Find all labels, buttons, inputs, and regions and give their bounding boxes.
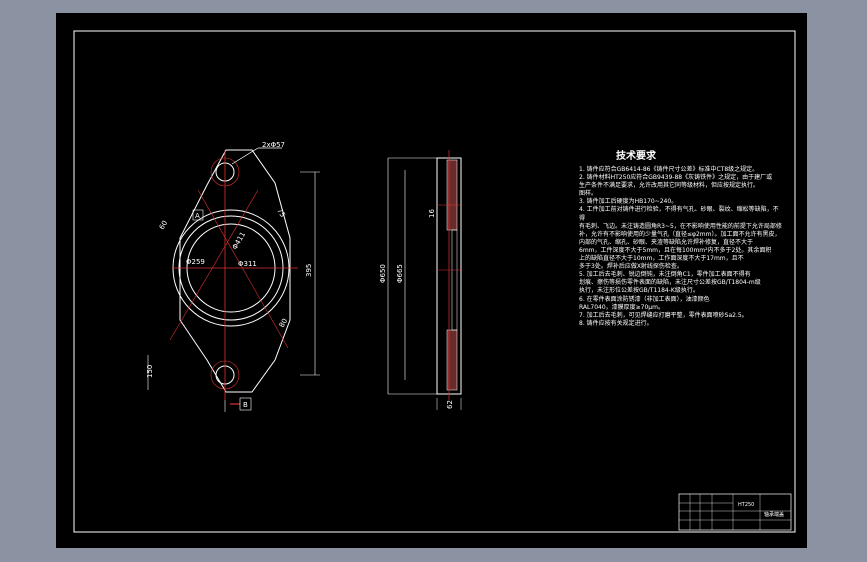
dim-side-thk: 16 <box>428 209 436 218</box>
dim-side-bottom: 62 <box>446 400 454 409</box>
tech-note: 生产条件不满足要求，允许改用其它同等级材料，但应按规定执行。 <box>579 182 760 190</box>
tech-note: 4. 工件加工前对铸件进行检验，不得有气孔、砂眼、裂纹、缩松等缺陷，不得 <box>579 206 779 222</box>
tech-note: RAL7040，漆膜厚度≥70μm。 <box>579 303 664 311</box>
datum-a-box <box>192 209 204 221</box>
tech-note: 执行，未注形位公差按GB/T1184-K级执行。 <box>579 287 699 295</box>
diagonal-centerline-1 <box>197 189 289 349</box>
tech-note: 7. 加工后去毛刺，可见焊缝应打磨平整，零件表面喷砂Sa2.5。 <box>579 311 748 319</box>
datum-b: B <box>243 401 248 409</box>
tech-note: 3. 铸件加工后硬度为HB170~240。 <box>579 198 678 206</box>
tech-note: 补，允许有不影响使用的少量气孔（直径≤φ2mm）。加工面不允许有黑皮， <box>579 230 781 238</box>
datum-b-box <box>239 397 252 411</box>
flange-outline <box>179 149 291 393</box>
hole-center-mark-top <box>210 157 240 187</box>
dim-side-mid: Φ665 <box>396 264 404 283</box>
dim-inner: Φ259 <box>186 258 205 266</box>
tech-note: 有毛刺、飞边。未注铸造圆角R3~5，在不影响使用性能的前提下允许局部修 <box>579 222 782 230</box>
tech-note: 1. 铸件应符合GB6414-86《铸件尺寸公差》标准中CT8级之规定。 <box>579 166 759 173</box>
tech-note: 5. 加工后去毛刺、锐边倒钝，未注倒角C1，零件加工表面不得有 <box>579 271 751 279</box>
dim-pcd: Φ411 <box>231 231 247 251</box>
hatch-top <box>446 159 458 231</box>
dim-holes: 2xΦ57 <box>262 141 285 149</box>
hole-leader <box>231 147 259 165</box>
drawing-name: HT250 <box>738 502 754 508</box>
dim-side-outer: Φ650 <box>379 264 387 283</box>
inner-border <box>73 30 796 533</box>
tech-note: 图样。 <box>579 190 598 198</box>
section-mid <box>451 229 458 331</box>
tech-note: 多于3处。焊补后应做X射线探伤检查。 <box>579 263 683 271</box>
title-block-frame <box>678 493 792 531</box>
tech-note: 上的缺陷直径不大于10mm，工作面深度不大于17mm，且不 <box>579 255 744 263</box>
tech-note: 2. 铸件材料HT250应符合GB9439-88《灰铸铁件》之规定，由于建厂或 <box>579 174 773 182</box>
front-view: 2xΦ57 395 Φ411 Φ311 Φ259 60 75 80 A 150 … <box>146 141 320 412</box>
tech-note: 划痕、擦伤等损伤零件表面的缺陷，未注尺寸公差按GB/T1804-m级 <box>579 279 761 287</box>
hole-center-mark-bottom <box>210 360 240 390</box>
tech-note: 内部的气孔、缩孔、砂眼、夹渣等缺陷允许焊补修复，直径不大于 <box>579 238 754 246</box>
hatch-bottom <box>446 329 458 391</box>
dim-bottom: 150 <box>146 365 154 378</box>
dim-bore: Φ311 <box>238 260 257 268</box>
datum-a: A <box>195 212 200 220</box>
dim-r75: 75 <box>275 207 286 219</box>
dim-r60: 60 <box>158 219 169 231</box>
title-block: HT250 轴承端盖 <box>678 493 792 531</box>
dim-r80: 80 <box>278 317 289 329</box>
tech-note: 6mm，工件深度不大于5mm，且在每100mm²内不多于2处。其余面积 <box>579 246 772 254</box>
dim-height: 395 <box>305 264 313 277</box>
tech-note: 6. 在零件表面涂防锈漆（非加工表面），油漆颜色 <box>579 295 710 303</box>
tech-requirements-list: 1. 铸件应符合GB6414-86《铸件尺寸公差》标准中CT8级之规定。 2. … <box>579 166 784 328</box>
part-no: 轴承端盖 <box>764 511 784 518</box>
diagonal-centerline-2 <box>169 189 259 341</box>
drawing-sheet <box>56 13 807 548</box>
side-view: Φ650 Φ665 16 62 <box>379 150 462 410</box>
tech-note: 8. 铸件应按有关规定进行。 <box>579 319 653 327</box>
tech-requirements-title: 技术要求 <box>616 151 656 162</box>
